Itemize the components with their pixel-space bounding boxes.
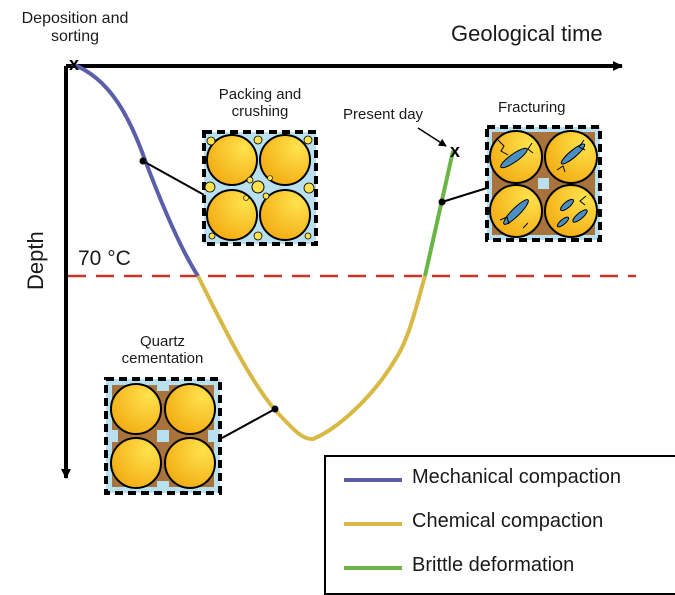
legend-label-chemical: Chemical compaction (412, 510, 604, 532)
depth-label: Depth (23, 231, 48, 290)
geological-time-label: Geological time (451, 21, 603, 46)
legend: Mechanical compaction Chemical compactio… (324, 455, 675, 595)
temperature-label: 70 °C (78, 247, 131, 270)
grain-packing-icon (202, 130, 318, 246)
deposition-label: Deposition and sorting (21, 10, 129, 46)
quartz-cement-icon (104, 377, 222, 495)
packing-label: Packing and crushing (218, 86, 302, 121)
cementation-leader-line (221, 408, 276, 439)
present-day-arrow (417, 127, 447, 147)
present-day-marker: x (450, 141, 460, 161)
legend-swatch-mechanical (344, 478, 402, 482)
brittle-deformation-curve (423, 150, 455, 277)
legend-swatch-chemical (344, 522, 402, 526)
mechanical-compaction-curve (71, 62, 200, 278)
chemical-compaction-curve (196, 275, 427, 441)
present-day-label: Present day (343, 106, 424, 123)
cementation-label: Quartz cementation (121, 333, 204, 368)
packing-leader-line (142, 160, 207, 197)
fracturing-label: Fracturing (498, 99, 566, 116)
fracturing-leader-line (441, 187, 488, 203)
start-marker: x (69, 54, 79, 74)
fractured-grains-icon (485, 125, 602, 242)
legend-swatch-brittle (344, 566, 402, 570)
legend-label-mechanical: Mechanical compaction (412, 466, 621, 488)
legend-label-brittle: Brittle deformation (412, 554, 575, 576)
